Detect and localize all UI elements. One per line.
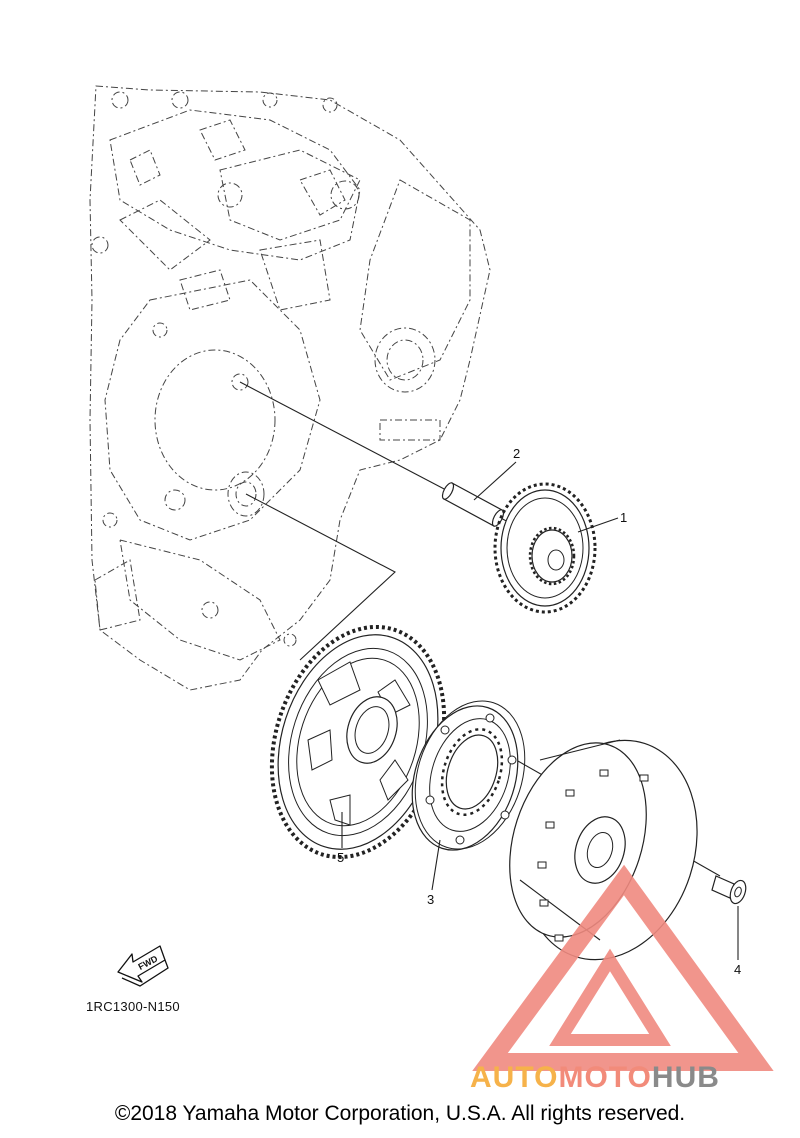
- watermark-brand-auto: AUTO: [470, 1061, 558, 1094]
- bolt-part: [711, 875, 747, 905]
- watermark-brand: AUTOMOTOHUB: [470, 1061, 720, 1094]
- fwd-arrow: FWD: [117, 945, 169, 987]
- flywheel-rotor: [509, 739, 698, 961]
- callout-1: 1: [620, 510, 627, 525]
- callout-leaders: [341, 461, 739, 960]
- idler-gear-part: [493, 482, 597, 614]
- callout-3: 3: [427, 892, 434, 907]
- callout-4: 4: [734, 962, 741, 977]
- engine-crankcase-outline: [89, 85, 491, 691]
- watermark-logo: AUTOMOTOHUB: [470, 864, 774, 1094]
- starter-clutch-part: [411, 700, 526, 851]
- watermark-triangle-icon: [472, 864, 774, 1071]
- watermark-brand-moto: MOTO: [558, 1061, 651, 1094]
- shaft-part: [441, 482, 505, 527]
- copyright-notice: ©2018 Yamaha Motor Corporation, U.S.A. A…: [114, 1102, 686, 1125]
- callout-5: 5: [337, 850, 344, 865]
- diagram-code: 1RC1300-N150: [86, 999, 180, 1014]
- callout-2: 2: [513, 446, 520, 461]
- watermark-brand-hub: HUB: [652, 1061, 720, 1094]
